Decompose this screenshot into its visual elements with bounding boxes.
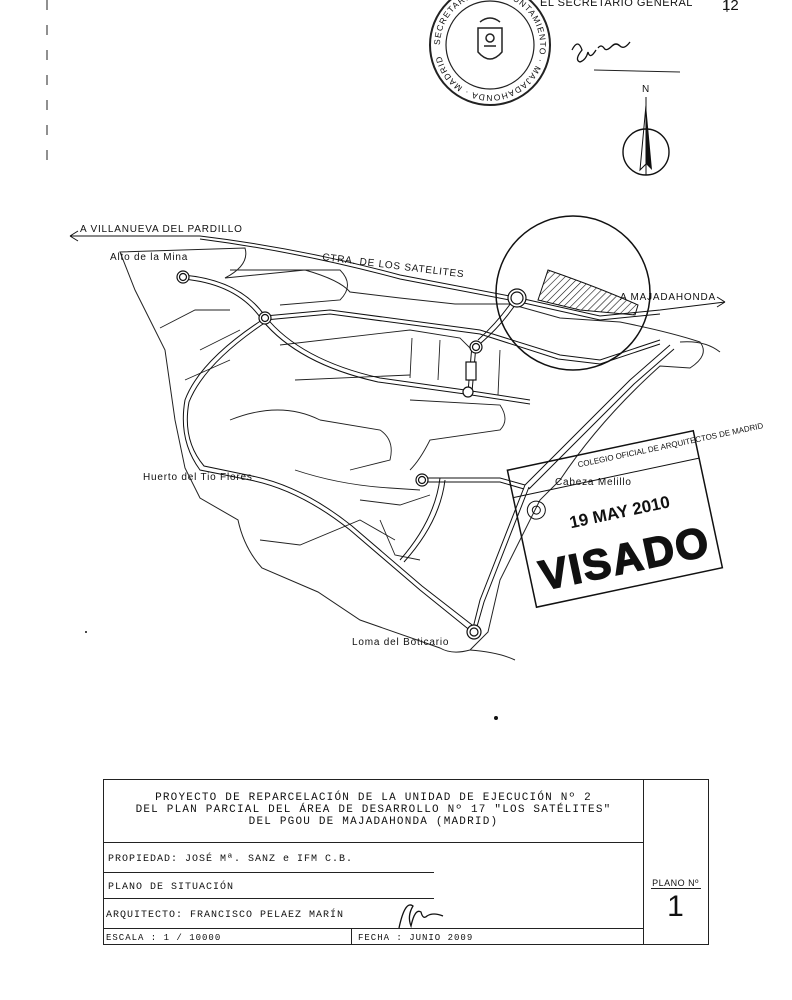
escala-field: ESCALA : 1 / 10000 (106, 933, 222, 943)
north-arrow: N (622, 84, 670, 176)
label-ctra-satelites: CTRA. DE LOS SATELITES (322, 252, 465, 280)
label-villanueva: A VILLANUEVA DEL PARDILLO (80, 224, 243, 235)
visado-stamp: COLEGIO OFICIAL DE ARQUITECTOS DE MADRID… (506, 421, 764, 609)
title-block-main: PROYECTO DE REPARCELACIÓN DE LA UNIDAD D… (104, 780, 644, 945)
field-underline (104, 898, 434, 899)
label-huerto: Huerto del Tio Flores (143, 472, 253, 483)
municipal-seal: SECRETARIA DEL AYUNTAMIENTO · MAJADAHOND… (429, 0, 551, 106)
plano-number: 1 (667, 890, 684, 923)
coat-of-arms-icon (477, 17, 503, 60)
field-underline (104, 928, 643, 929)
plano-field: PLANO DE SITUACIÓN (108, 882, 235, 893)
title-line: PROYECTO DE REPARCELACIÓN DE LA UNIDAD D… (155, 792, 592, 804)
road-satelites (69, 230, 726, 321)
seal-text: SECRETARIA DEL AYUNTAMIENTO · MAJADAHOND… (432, 0, 547, 103)
title-line: DEL PGOU DE MAJADAHONDA (MADRID) (248, 816, 499, 828)
title-line: DEL PLAN PARCIAL DEL ÁREA DE DESARROLLO … (135, 804, 612, 816)
signature (571, 41, 681, 73)
roundabouts (176, 270, 527, 640)
fecha-field: FECHA : JUNIO 2009 (358, 933, 474, 943)
title-block: PROYECTO DE REPARCELACIÓN DE LA UNIDAD D… (103, 779, 709, 945)
field-underline (104, 872, 434, 873)
arquitecto-field: ARQUITECTO: FRANCISCO PELAEZ MARÍN (106, 910, 345, 921)
title-block-plan: PLANO Nº 1 (643, 780, 708, 944)
project-title: PROYECTO DE REPARCELACIÓN DE LA UNIDAD D… (104, 780, 643, 843)
location-highlight (495, 215, 651, 371)
stamp-date: 19 MAY 2010 (568, 492, 672, 532)
site-outline (119, 247, 721, 661)
divider (351, 929, 352, 945)
secretario-label: EL SECRETARIO GENERAL (540, 0, 693, 9)
label-cabeza: Cabeza Melillo (555, 477, 632, 488)
plano-number-label: PLANO Nº (652, 878, 699, 888)
stamp-colegio: COLEGIO OFICIAL DE ARQUITECTOS DE MADRID (577, 421, 764, 469)
label-majadahonda: A MAJADAHONDA (620, 292, 716, 303)
margin-ticks (46, 0, 728, 160)
parcel-lines (159, 269, 506, 561)
svg-text:SECRETARIA DEL AYUNTAMIENTO ·: SECRETARIA DEL AYUNTAMIENTO · MAJADAHOND… (432, 0, 548, 103)
label-loma: Loma del Boticario (352, 637, 449, 648)
drawing-mark (494, 716, 498, 720)
plano-number-box (651, 888, 701, 927)
stamp-seal-icon (526, 500, 546, 520)
propiedad-field: PROPIEDAD: JOSÉ Mª. SANZ e IFM C.B. (108, 854, 354, 865)
map-labels: A VILLANUEVA DEL PARDILLO A MAJADAHONDA … (80, 224, 716, 648)
label-alto-mina: Alto de la Mina (110, 252, 188, 263)
stamp-visado: VISADO (535, 517, 714, 599)
north-label: N (642, 84, 649, 95)
drawing-mark (85, 631, 87, 633)
architect-signature (398, 904, 444, 929)
page-number: 12 (722, 0, 739, 14)
